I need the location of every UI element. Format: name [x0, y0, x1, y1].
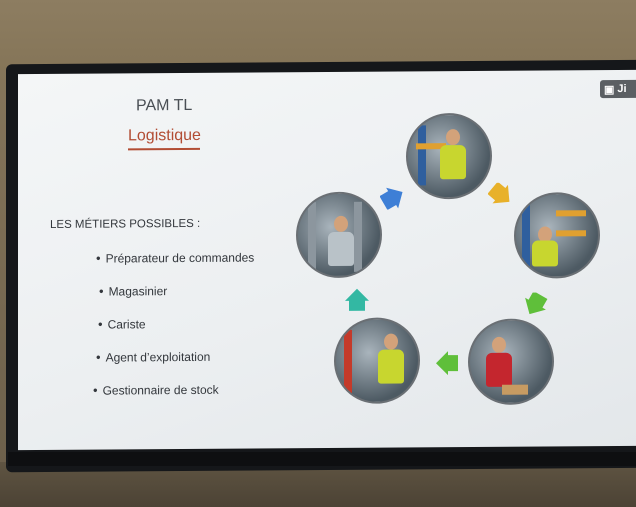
tv-bottom-bezel	[8, 452, 636, 466]
photo-forklift-operator	[514, 192, 600, 279]
list-item: •Magasinier	[99, 283, 168, 299]
badge-label: Ji	[617, 82, 627, 95]
photo-stock-manager	[296, 191, 382, 279]
subtitle-underline	[128, 147, 200, 151]
arrow-blue-icon	[380, 187, 403, 210]
slide-title: PAM TL	[136, 96, 193, 115]
list-item: •Gestionnaire de stock	[93, 382, 219, 398]
list-item: •Cariste	[98, 316, 146, 332]
photo-operations-agent	[334, 317, 420, 404]
cast-icon: ▣	[604, 83, 615, 96]
screen-badge[interactable]: ▣ Ji	[600, 79, 636, 99]
arrow-green-left-icon	[436, 351, 458, 376]
wall-background	[0, 0, 636, 70]
jobs-list: •Préparateur de commandes •Magasinier •C…	[93, 250, 255, 417]
list-item: •Préparateur de commandes	[96, 250, 255, 266]
arrow-yellow-icon	[488, 182, 510, 204]
section-heading: LES MÉTIERS POSSIBLES :	[50, 217, 201, 231]
arrow-green-icon	[525, 292, 548, 315]
photo-order-picker	[406, 112, 492, 200]
photo-warehouse-worker	[468, 318, 554, 406]
slide-subtitle: Logistique	[128, 126, 201, 145]
arrow-teal-icon	[345, 288, 369, 311]
job-cycle-diagram	[288, 100, 618, 422]
list-item: •Agent d’exploitation	[96, 349, 211, 365]
slide-screen: ▣ Ji PAM TL Logistique LES MÉTIERS POSSI…	[18, 69, 636, 451]
